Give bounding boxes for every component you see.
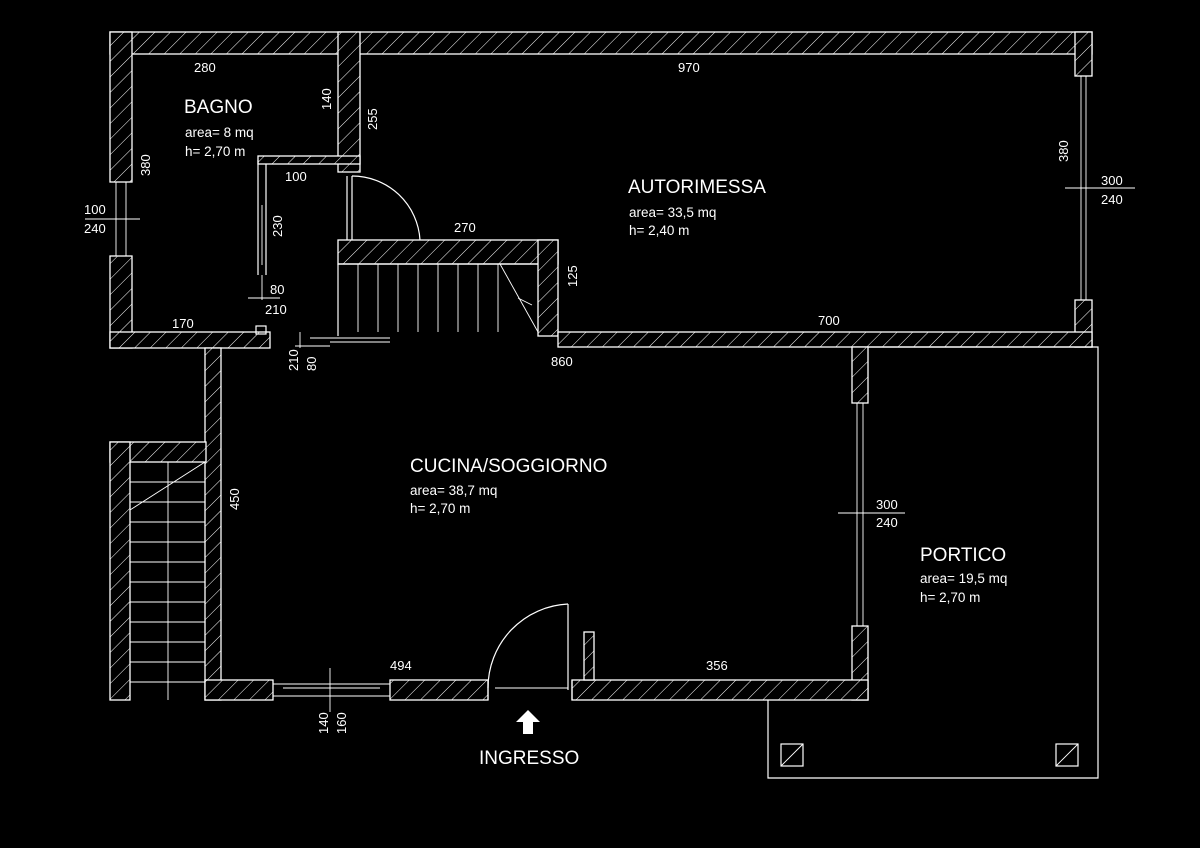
wall-kitchen-right-upper: [851, 346, 869, 404]
wall-bagno-garage: [337, 31, 361, 173]
room-height-bagno: h= 2,70 m: [185, 144, 245, 159]
wall-top: [109, 31, 1093, 55]
wall-kitchen-bottom-right: [571, 679, 869, 701]
room-area-autorimessa: area= 33,5 mq: [629, 205, 716, 220]
dim-bagno-width: 280: [194, 60, 216, 75]
room-name-cucina: CUCINA/SOGGIORNO: [410, 456, 607, 477]
dim-garage-window-h: 240: [1101, 192, 1123, 207]
wall-bagno-niche: [257, 155, 361, 165]
dim-bagno-window-h: 240: [84, 221, 106, 236]
wall-kitchen-left: [204, 347, 222, 701]
dim-bagno-window-w: 100: [84, 202, 106, 217]
room-labels: BAGNO area= 8 mq h= 2,70 m AUTORIMESSA a…: [184, 97, 1007, 769]
portico-outline: [767, 346, 1099, 779]
walls: [109, 31, 1093, 701]
dim-bagno-height: 380: [138, 154, 153, 176]
dim-door-210: 210: [286, 349, 301, 371]
dim-kitchen-bottom-left: 494: [390, 658, 412, 673]
room-area-portico: area= 19,5 mq: [920, 571, 1007, 586]
dim-garage-height: 380: [1056, 140, 1071, 162]
dim-bagno-door-w: 80: [270, 282, 284, 297]
dim-bagno-inner-100: 100: [285, 169, 307, 184]
wall-stair-right: [537, 239, 559, 337]
dim-kitchen-window-bottom-h: 140: [316, 712, 331, 734]
wall-bagno-left-upper: [109, 31, 133, 183]
room-height-portico: h= 2,70 m: [920, 590, 980, 605]
entrance-arrow-icon: [516, 710, 540, 734]
dim-garage-window-w: 300: [1101, 173, 1123, 188]
dim-bagno-niche: 140: [319, 88, 334, 110]
room-area-bagno: area= 8 mq: [185, 125, 254, 140]
dim-door-80: 80: [304, 357, 319, 371]
room-area-cucina: area= 38,7 mq: [410, 483, 497, 498]
dim-bagno-bottom: 170: [172, 316, 194, 331]
dim-garage-bottom: 700: [818, 313, 840, 328]
dim-garage-width: 970: [678, 60, 700, 75]
room-name-bagno: BAGNO: [184, 97, 253, 118]
wall-bagno-bottom: [109, 331, 271, 349]
room-name-portico: PORTICO: [920, 545, 1006, 566]
wall-kitchen-bottom-left: [204, 679, 274, 701]
wall-stair-top: [337, 239, 559, 265]
dim-stair-depth: 125: [565, 265, 580, 287]
wall-outer-stair-left: [109, 441, 131, 701]
dim-kitchen-width: 860: [551, 354, 573, 369]
wall-door-stub: [583, 631, 595, 681]
dim-kitchen-bottom-right: 356: [706, 658, 728, 673]
dim-bagno-door-height: 230: [270, 215, 285, 237]
room-height-autorimessa: h= 2,40 m: [629, 223, 689, 238]
stair-treads-garage: [357, 263, 539, 333]
room-height-cucina: h= 2,70 m: [410, 501, 470, 516]
dim-bagno-door-h: 210: [265, 302, 287, 317]
wall-kitchen-bottom-mid: [389, 679, 489, 701]
wall-garage-bottom: [557, 331, 1093, 348]
room-name-autorimessa: AUTORIMESSA: [628, 177, 766, 198]
dimension-labels: 280 380 140 255 100 100 240 230 80 210 1…: [84, 60, 1123, 734]
dim-kitchen-window-w: 300: [876, 497, 898, 512]
stair-treads-outside: [129, 461, 206, 700]
dim-bagno-wall-255: 255: [365, 108, 380, 130]
details: [85, 76, 1135, 779]
dim-kitchen-height: 450: [227, 488, 242, 510]
wall-garage-right-upper: [1074, 31, 1093, 77]
portico-columns: [780, 743, 1079, 767]
entrance-label: INGRESSO: [479, 748, 579, 769]
dim-kitchen-window-bottom-w: 160: [334, 712, 349, 734]
dim-stair-width: 270: [454, 220, 476, 235]
dim-kitchen-window-h: 240: [876, 515, 898, 530]
